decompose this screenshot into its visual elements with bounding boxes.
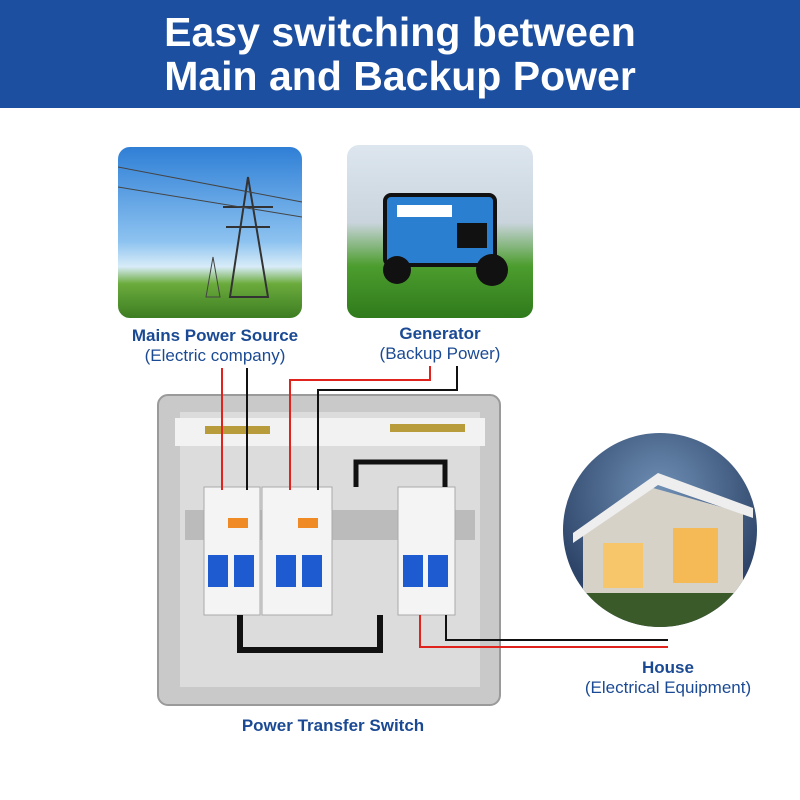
house-label: House (Electrical Equipment) (560, 658, 776, 698)
header-title-line2: Main and Backup Power (164, 53, 636, 99)
mains-label: Mains Power Source (Electric company) (110, 326, 320, 366)
breaker-mains (203, 486, 261, 616)
generator-label: Generator (Backup Power) (340, 324, 540, 364)
mains-subtitle: (Electric company) (144, 346, 286, 365)
generator-title: Generator (399, 324, 481, 343)
generator-icon (383, 193, 508, 286)
house-photo (563, 433, 757, 627)
power-pylons-photo (118, 147, 302, 318)
switch-title: Power Transfer Switch (241, 716, 425, 735)
bottom-wire (237, 615, 383, 653)
pylon-icon (118, 166, 302, 298)
house-title: House (642, 658, 694, 677)
header-title-line1: Easy switching between (164, 9, 636, 55)
house-subtitle: (Electrical Equipment) (584, 678, 752, 697)
house-live-wire (419, 615, 668, 648)
generator-live-wire (289, 366, 431, 490)
breaker-output (397, 486, 456, 616)
generator-neutral-wire (317, 366, 458, 490)
switch-label: Power Transfer Switch (190, 716, 476, 736)
mains-title: Mains Power Source (131, 326, 299, 345)
generator-photo (347, 145, 533, 318)
terminal-block (205, 426, 270, 434)
house-neutral-wire (445, 615, 668, 641)
bridge-wire (353, 459, 448, 487)
generator-subtitle: (Backup Power) (379, 344, 501, 363)
breaker-generator (261, 486, 333, 616)
terminal-block (390, 424, 465, 432)
house-icon (563, 473, 757, 627)
header-banner: Easy switching between Main and Backup P… (0, 0, 800, 108)
